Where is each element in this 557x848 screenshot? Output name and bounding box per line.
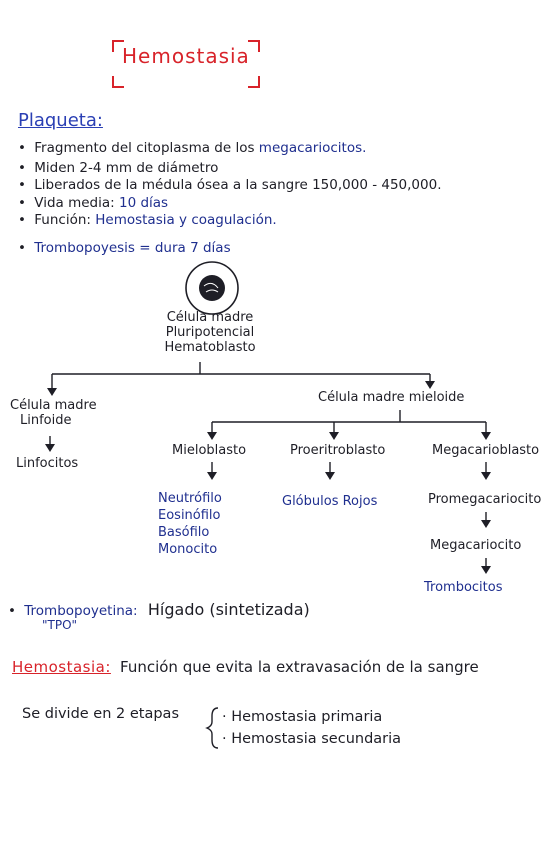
globulos-rojos-label: Glóbulos Rojos [282,494,378,509]
mieloblasto-child-arrow [207,472,217,480]
eosinofilo-label: Eosinófilo [158,508,221,523]
linfocitos-node: Linfocitos [16,456,79,471]
plaqueta-line-5: Función: Hemostasia y coagulación. [18,212,277,228]
plaqueta-line-1-accent: megacariocitos. [258,140,367,156]
plaqueta-line-5-text: Función: [34,212,96,228]
trombopoyesis-text: Trombopoyesis = dura 7 días [34,240,231,256]
trombocitos-label: Trombocitos [424,580,503,595]
etapa-secundaria: · Hemostasia secundaria [222,731,402,747]
etapa-primaria-label: Hemostasia primaria [231,709,383,725]
title-bracket-bottom-left [112,76,124,88]
proeritroblasto-node: Proeritroblasto [290,443,386,458]
monocito-label: Monocito [158,542,218,557]
proeritroblasto-child-arrow [325,472,335,480]
plaqueta-line-3-accent: 150,000 - 450,000. [312,177,442,193]
mieloblasto-arrow [207,432,217,440]
title-bracket-top-left [112,40,124,52]
linfoide-node: Célula madre Linfoide [10,398,100,428]
page-title: Hemostasia [122,44,250,68]
root-node-line-2: Pluripotencial [165,325,255,340]
mieloide-node: Célula madre mieloide [318,390,465,405]
megacariocito-label: Megacariocito [430,538,522,553]
promegacariocito-label: Promegacariocito [428,492,542,507]
plaqueta-line-1: Fragmento del citoplasma de los megacari… [18,140,366,156]
etapas-intro: Se divide en 2 etapas [22,706,180,722]
root-node-line-1: Célula madre [166,310,254,325]
trombopoyetina-label: Trombopoyetina: [24,603,138,619]
plaqueta-line-4: Vida media: 10 días [18,195,168,211]
left-branch-arrow [47,388,57,396]
plaqueta-line-5-accent: Hemostasia y coagulación. [95,212,277,228]
plaqueta-line-3-text: Liberados de la médula ósea a la sangre [34,177,313,193]
megacarioblasto-child-arrow [481,472,491,480]
etapas-list: · Hemostasia primaria · Hemostasia secun… [222,706,401,750]
promegacariocito-child-arrow [481,520,491,528]
plaqueta-line-2-text: Miden 2-4 mm de diámetro [34,160,219,176]
megacarioblasto-node: Megacarioblasto [432,443,540,458]
hemostasia-definition: Hemostasia: Función que evita la extrava… [12,657,479,676]
root-node: Célula madre Pluripotencial Hematoblasto [150,310,270,355]
stem-cell-nucleus [199,275,225,301]
stem-cell-nucleus-detail [203,282,219,293]
plaqueta-line-3: Liberados de la médula ósea a la sangre … [18,177,442,193]
trombopoyetina-value: Hígado (sintetizada) [147,600,310,619]
title-bracket-bottom-right [248,76,260,88]
title-bracket-top-right [248,40,260,52]
etapa-secundaria-label: Hemostasia secundaria [231,731,402,747]
basofilo-label: Basófilo [158,525,210,540]
linfoide-node-line-1: Célula madre [10,398,97,413]
etapas-brace [205,707,219,749]
trombopoyetina-line: Trombopoyetina: Hígado (sintetizada) [8,600,310,619]
mieloblasto-node: Mieloblasto [172,443,247,458]
hemostasia-def-text: Función que evita la extravasación de la… [120,658,479,676]
right-branch-arrow [425,381,435,389]
root-node-line-3: Hematoblasto [164,340,256,355]
plaqueta-line-1-text: Fragmento del citoplasma de los [34,140,259,156]
plaqueta-line-4-accent: 10 días [118,195,169,211]
stem-cell-outline [185,261,239,315]
mieloblasto-children: Neutrófilo Eosinófilo Basófilo Monocito [158,490,222,558]
plaqueta-line-2: Miden 2-4 mm de diámetro [18,160,218,176]
hemostasia-def-heading: Hemostasia: [12,658,111,676]
tpo-abbr: "TPO" [42,618,78,632]
plaqueta-heading: Plaqueta: [18,110,103,131]
megacarioblasto-arrow [481,432,491,440]
linfoide-node-line-2: Linfoide [20,413,72,428]
linfoide-arrow [45,444,55,452]
plaqueta-line-4-text: Vida media: [34,195,119,211]
etapa-primaria: · Hemostasia primaria [222,709,383,725]
proeritroblasto-arrow [329,432,339,440]
neutrofilo-label: Neutrófilo [158,491,222,506]
trombopoyesis-line: Trombopoyesis = dura 7 días [18,240,231,256]
megacariocito-child-arrow [481,566,491,574]
